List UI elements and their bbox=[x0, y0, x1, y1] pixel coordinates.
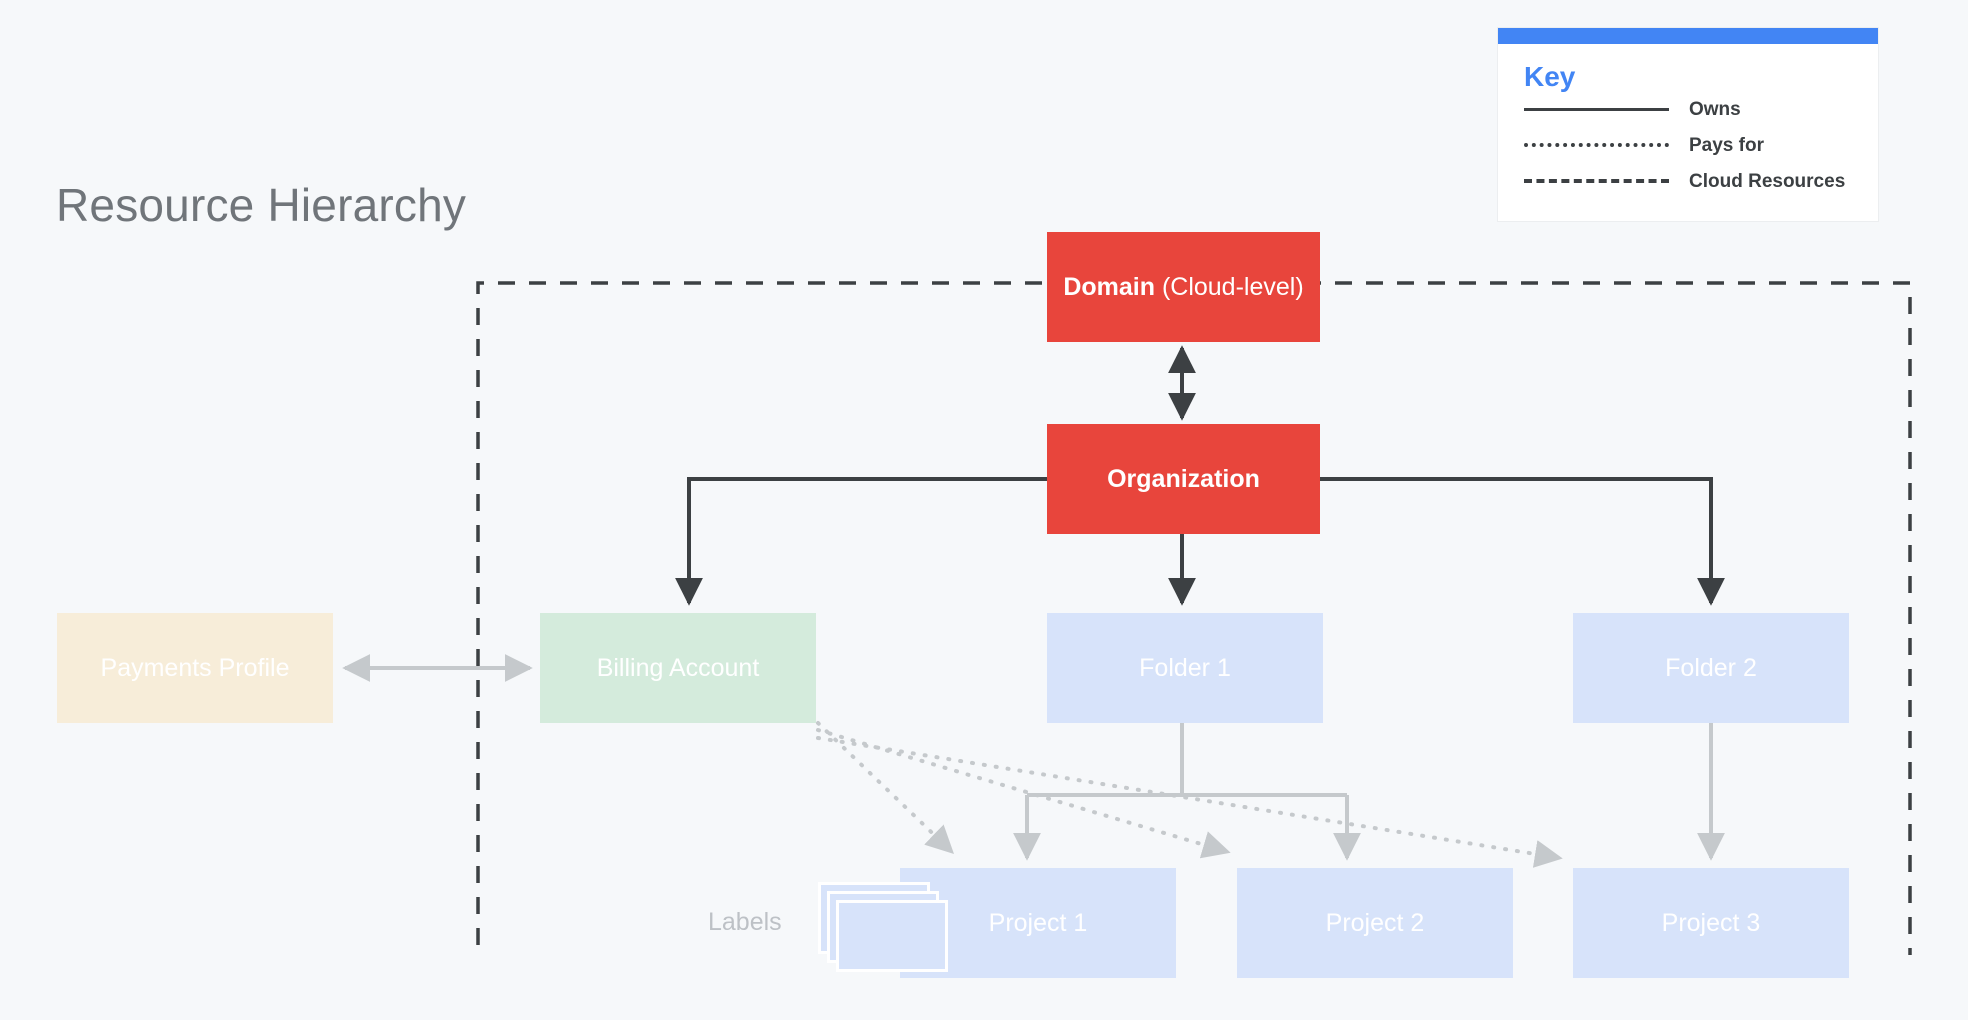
labels-caption: Labels bbox=[708, 908, 782, 936]
node-folder-1[interactable]: Folder 1 bbox=[1047, 613, 1323, 723]
legend-solid-line-icon bbox=[1524, 107, 1669, 113]
node-billing-account-label: Billing Account bbox=[596, 653, 760, 682]
node-domain[interactable]: Domain (Cloud-level) bbox=[1047, 232, 1320, 342]
node-folder-2-label: Folder 2 bbox=[1665, 653, 1757, 682]
edge-organization-folder2 bbox=[1320, 477, 1725, 606]
legend-accent-bar bbox=[1498, 28, 1878, 44]
node-project-3-label: Project 3 bbox=[1661, 908, 1761, 937]
node-domain-label: Domain bbox=[1063, 272, 1155, 301]
node-project-3[interactable]: Project 3 bbox=[1573, 868, 1849, 978]
legend-heading: Key bbox=[1524, 61, 1576, 92]
legend-item-owns: Owns bbox=[1524, 97, 1852, 123]
node-project-2-label: Project 2 bbox=[1325, 908, 1425, 937]
labels-card-stack-icon bbox=[818, 882, 948, 974]
node-payments-profile-label: Payments Profile bbox=[100, 653, 290, 682]
node-organization-label: Organization bbox=[1107, 464, 1260, 493]
edge-billing-project1-dotted bbox=[816, 721, 955, 854]
node-organization[interactable]: Organization bbox=[1047, 424, 1320, 534]
legend-item-owns-label: Owns bbox=[1689, 99, 1741, 121]
node-folder-1-label: Folder 1 bbox=[1139, 653, 1231, 682]
legend-dotted-line-icon bbox=[1524, 143, 1669, 149]
node-payments-profile[interactable]: Payments Profile bbox=[57, 613, 333, 723]
legend-item-cloud-resources-label: Cloud Resources bbox=[1689, 171, 1846, 193]
node-project-1-label: Project 1 bbox=[988, 908, 1088, 937]
legend-panel: Key Owns Pays for Cloud Resources bbox=[1498, 28, 1878, 222]
page-title: Resource Hierarchy bbox=[56, 179, 467, 231]
node-domain-sublabel: (Cloud-level) bbox=[1155, 272, 1304, 301]
edge-billing-project3-dotted bbox=[816, 736, 1563, 868]
node-billing-account[interactable]: Billing Account bbox=[540, 613, 816, 723]
legend-item-pays-for-label: Pays for bbox=[1689, 135, 1764, 157]
edge-billing-project2-dotted bbox=[816, 728, 1231, 859]
node-folder-2[interactable]: Folder 2 bbox=[1573, 613, 1849, 723]
legend-item-pays-for: Pays for bbox=[1524, 133, 1852, 159]
legend-item-cloud-resources: Cloud Resources bbox=[1524, 169, 1852, 195]
edge-organization-billing-account bbox=[675, 477, 1047, 606]
label-card-front bbox=[836, 900, 948, 972]
legend-body: Key Owns Pays for Cloud Resources bbox=[1498, 44, 1878, 221]
node-project-2[interactable]: Project 2 bbox=[1237, 868, 1513, 978]
legend-dashed-line-icon bbox=[1524, 179, 1669, 185]
